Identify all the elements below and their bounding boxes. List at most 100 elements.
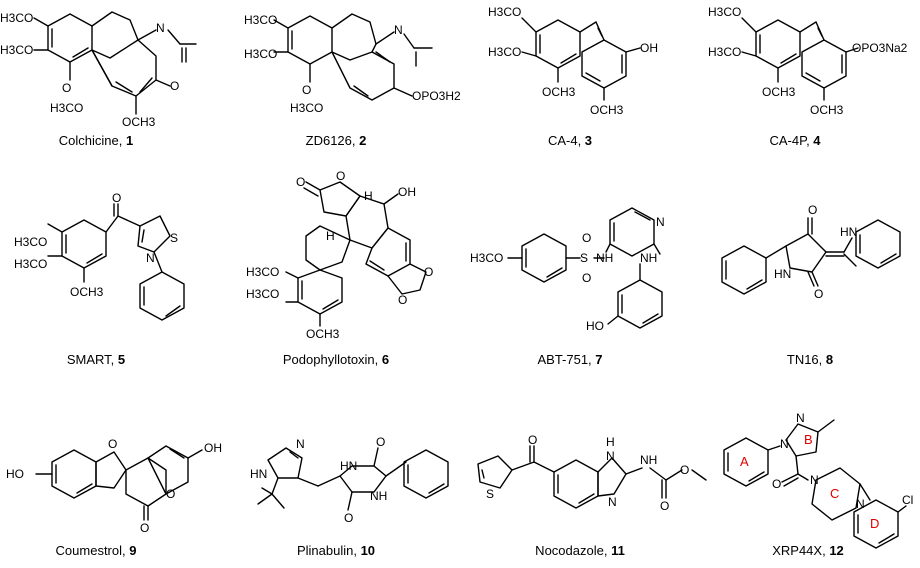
atom-nh: N bbox=[156, 21, 165, 35]
structure-colchicine: H3CO H3CO O H3CO N O OCH3 bbox=[0, 11, 197, 129]
atom-n: N bbox=[606, 449, 615, 463]
atom-o: O bbox=[166, 487, 175, 501]
atom-h3co: H3CO bbox=[0, 11, 33, 25]
atom-h3co: H3CO bbox=[708, 45, 741, 59]
atom-och3: OCH3 bbox=[306, 327, 340, 341]
atom-ho: HO bbox=[6, 467, 24, 481]
compound-name: Nocodazole, bbox=[535, 543, 612, 558]
atom-o: O bbox=[582, 231, 591, 245]
atom-hn: HN bbox=[840, 225, 857, 239]
atom-s: S bbox=[170, 231, 178, 245]
caption-ca4: CA-4, 3 bbox=[548, 133, 592, 148]
atom-n: N bbox=[856, 497, 865, 511]
atom-och3: OCH3 bbox=[762, 85, 796, 99]
atom-n: N bbox=[608, 495, 617, 509]
atom-oh: OH bbox=[398, 185, 416, 199]
atom-h3co: H3CO bbox=[488, 45, 521, 59]
atom-h3co: H3CO bbox=[50, 101, 83, 115]
structure-xrp44x: N N O N N Cl A B C D bbox=[723, 411, 913, 549]
atom-nh: NH bbox=[596, 251, 613, 265]
atom-nh: NH bbox=[370, 489, 387, 503]
compound-number: 7 bbox=[595, 352, 603, 367]
compound-number: 10 bbox=[360, 543, 376, 558]
atom-o: O bbox=[582, 271, 591, 285]
structure-tn16: O HN HN O bbox=[721, 203, 901, 301]
atom-o: O bbox=[140, 521, 149, 535]
structure-plinabulin: HN N HN O NH O bbox=[250, 435, 449, 525]
atom-nh: NH bbox=[640, 251, 657, 265]
compound-number: 11 bbox=[611, 543, 625, 558]
atom-h3co: H3CO bbox=[708, 5, 741, 19]
atom-o: O bbox=[680, 463, 689, 477]
compound-number: 5 bbox=[117, 352, 126, 367]
compound-name: SMART, bbox=[66, 352, 118, 367]
atom-oh: OH bbox=[204, 441, 222, 455]
atom-o: O bbox=[424, 265, 433, 279]
caption-nocodazole: Nocodazole, 11 bbox=[535, 543, 625, 558]
caption-podophyllotoxin: Podophyllotoxin, 6 bbox=[283, 352, 389, 367]
compound-number: 6 bbox=[381, 352, 390, 367]
atom-opo3h2: OPO3H2 bbox=[412, 89, 461, 103]
atom-ho: HO bbox=[586, 319, 604, 333]
atom-o: O bbox=[296, 175, 305, 189]
atom-o: O bbox=[170, 79, 179, 93]
atom-n: N bbox=[780, 437, 789, 451]
atom-h3co: H3CO bbox=[14, 257, 47, 271]
atom-cl: Cl bbox=[902, 493, 913, 507]
atom-h3co: H3CO bbox=[244, 13, 277, 27]
compound-name: XRP44X, bbox=[772, 543, 830, 558]
atom-hn: HN bbox=[250, 467, 267, 481]
compound-name: Coumestrol, bbox=[55, 543, 130, 558]
atom-o: O bbox=[814, 287, 823, 301]
compound-number: 9 bbox=[129, 543, 137, 558]
structure-smart: O S N H3CO H3CO OCH3 bbox=[14, 191, 185, 321]
atom-h: H bbox=[606, 435, 615, 449]
compound-name: Podophyllotoxin, bbox=[282, 352, 382, 367]
compound-number: 3 bbox=[584, 133, 593, 148]
ring-label-a: A bbox=[740, 454, 749, 469]
structure-nocodazole: S O H N N NH O O bbox=[477, 433, 707, 513]
atom-h3co: H3CO bbox=[488, 5, 521, 19]
atom-o: O bbox=[62, 81, 71, 95]
structure-zd6126: H3CO H3CO O H3CO N OPO3H2 bbox=[244, 13, 461, 115]
atom-s: S bbox=[486, 487, 494, 501]
caption-xrp44x: XRP44X, 12 bbox=[772, 543, 844, 558]
caption-zd6126: ZD6126, 2 bbox=[306, 133, 367, 148]
atom-h3co: H3CO bbox=[14, 235, 47, 249]
compound-number: 4 bbox=[813, 133, 821, 148]
atom-opo3na2: OPO3Na2 bbox=[852, 41, 908, 55]
atom-n: N bbox=[796, 411, 805, 425]
atom-hn: HN bbox=[340, 459, 357, 473]
atom-h3co: H3CO bbox=[244, 47, 277, 61]
compound-number: 1 bbox=[125, 133, 134, 148]
atom-h: H bbox=[326, 229, 335, 243]
compound-name: Plinabulin, bbox=[296, 543, 361, 558]
atom-o: O bbox=[302, 83, 311, 97]
atom-o: O bbox=[376, 435, 385, 449]
atom-nh: N bbox=[394, 23, 403, 37]
caption-plinabulin: Plinabulin, 10 bbox=[297, 543, 375, 558]
atom-oh: OH bbox=[640, 41, 658, 55]
ring-label-b: B bbox=[804, 432, 813, 447]
ring-label-d: D bbox=[870, 516, 879, 531]
compound-name: CA-4, bbox=[547, 133, 585, 148]
atom-h3co: H3CO bbox=[0, 43, 33, 57]
atom-och3: OCH3 bbox=[70, 285, 104, 299]
atom-nh: NH bbox=[640, 453, 657, 467]
structure-ca4: H3CO H3CO OCH3 OH OCH3 bbox=[488, 5, 658, 117]
atom-o: O bbox=[660, 499, 669, 513]
atom-n: N bbox=[146, 251, 155, 265]
caption-ca4p: CA-4P, 4 bbox=[769, 133, 820, 148]
atom-h3co: H3CO bbox=[290, 101, 323, 115]
atom-o: O bbox=[344, 511, 353, 525]
atom-och3: OCH3 bbox=[590, 103, 624, 117]
atom-o: O bbox=[398, 293, 407, 307]
caption-smart: SMART, 5 bbox=[67, 352, 125, 367]
atom-o: O bbox=[528, 433, 537, 447]
atom-o: O bbox=[112, 191, 121, 205]
compound-number: 2 bbox=[359, 133, 367, 148]
atom-n: N bbox=[296, 437, 305, 451]
caption-abt751: ABT-751, 7 bbox=[537, 352, 602, 367]
caption-tn16: TN16, 8 bbox=[787, 352, 833, 367]
